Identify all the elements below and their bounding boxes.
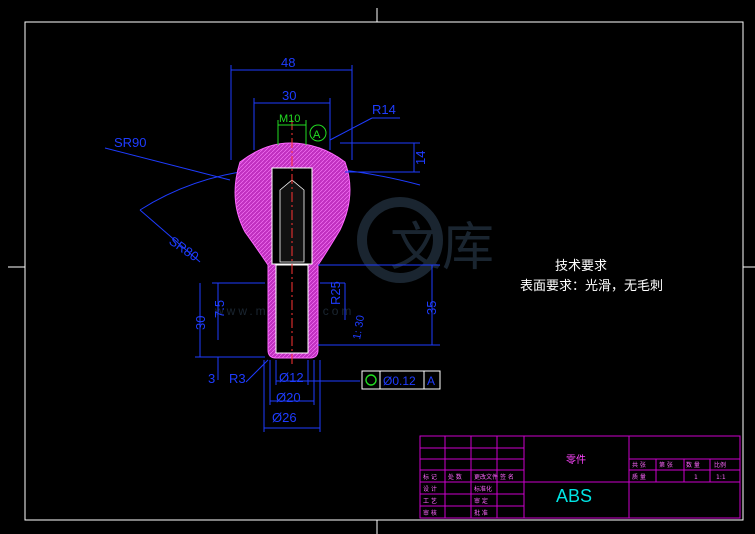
tb-r3-c0: 审 核 — [423, 509, 437, 517]
dim-phi12: Ø12 — [279, 370, 304, 385]
title-block-texts: 零件 ABS 共 张 第 张 数 量 比例 质 量 1 1:1 标 记 处 数 … — [423, 454, 726, 517]
part-name: 零件 — [566, 454, 586, 466]
tb-scale-1: 1:1 — [716, 474, 726, 481]
tb-r1-c0: 设 计 — [423, 485, 437, 493]
dim-slope: 1: 30 — [351, 314, 367, 340]
dim-30-left: 30 — [193, 316, 208, 330]
dim-7-5: 7.5 — [212, 300, 227, 318]
tol-value: Ø0.12 — [383, 374, 416, 388]
dim-3: 3 — [208, 371, 215, 386]
tb-header-0: 共 张 — [632, 461, 646, 469]
drawing-frame — [8, 8, 755, 534]
dim-48: 48 — [281, 55, 295, 70]
tb-r3-c2: 批 准 — [474, 509, 488, 517]
tb-header-2: 数 量 — [686, 461, 700, 469]
dim-phi20: Ø20 — [276, 390, 301, 405]
tb-r0-c0: 标 记 — [423, 473, 437, 481]
notes-line1: 表面要求：光滑，无毛刺 — [520, 279, 663, 294]
dim-r25: R25 — [328, 281, 343, 305]
tol-datum: A — [427, 374, 435, 388]
tb-r0-c2: 更改文件 — [474, 473, 498, 481]
part-body — [234, 120, 351, 365]
dim-r14: R14 — [372, 102, 396, 117]
sr80-leader — [139, 209, 201, 263]
tb-row-label: 质 量 — [632, 473, 646, 481]
tb-r0-c1: 处 数 — [448, 473, 462, 481]
tb-r2-c2: 审 定 — [474, 497, 488, 505]
watermark-text: 文库 — [390, 218, 494, 278]
title-block — [419, 435, 741, 519]
dimension-lines — [195, 65, 440, 432]
dim-35: 35 — [424, 301, 439, 315]
dim-r3: R3 — [229, 371, 246, 386]
tb-header-3: 比例 — [714, 461, 726, 469]
material: ABS — [556, 486, 592, 506]
tb-r2-c0: 工 艺 — [423, 497, 437, 505]
sr90-leader — [104, 147, 231, 181]
datum-circle-icon — [309, 124, 327, 142]
dim-30-top: 30 — [282, 88, 296, 103]
tb-r1-c2: 标准化 — [474, 485, 492, 493]
tolerance-frame — [361, 370, 441, 390]
technical-notes: 技术要求 表面要求：光滑，无毛刺 — [520, 259, 663, 294]
dim-m10: M10 — [279, 113, 300, 125]
tb-scale-0: 1 — [694, 474, 698, 481]
notes-title: 技术要求 — [555, 259, 607, 274]
dim-14: 14 — [413, 151, 428, 165]
tb-r0-c3: 签 名 — [500, 473, 514, 481]
concentricity-icon — [365, 374, 377, 386]
dim-sr90: SR90 — [114, 135, 147, 150]
dimension-texts: 48 30 M10 A R14 14 SR90 SR80 R25 1: 30 3… — [114, 55, 439, 425]
tb-header-1: 第 张 — [659, 461, 673, 469]
dim-sr80: SR80 — [166, 233, 201, 264]
datum-a: A — [313, 129, 321, 141]
dim-phi26: Ø26 — [272, 410, 297, 425]
